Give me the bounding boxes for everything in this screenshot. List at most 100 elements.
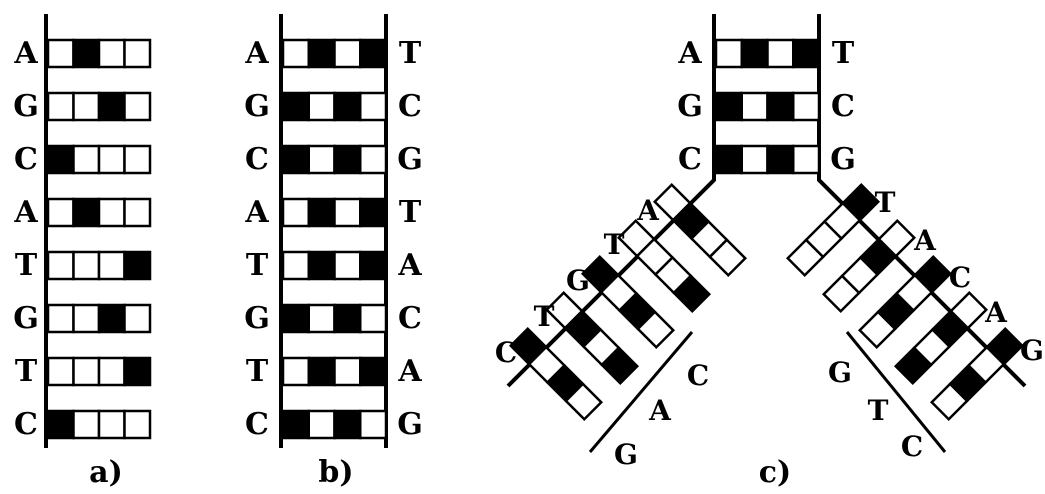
panel-c-left-arm-rung-3	[580, 254, 676, 350]
panel-b-double-strand: A G C A T G T C T C G T A C A G b)	[244, 14, 423, 490]
panel-b-right-base-5: A	[397, 248, 422, 283]
panel-a-rung-8	[46, 409, 152, 440]
panel-b-rung-6-cell-2	[307, 303, 336, 334]
panel-a-rung-3	[46, 144, 152, 175]
panel-a-rung-3-cell-1	[46, 144, 75, 175]
panel-b-left-base-4: A	[244, 195, 269, 230]
panel-c-right-inner-base-1: G	[828, 356, 852, 389]
panel-c-left-fork-outer-labels: A T G T C	[495, 194, 660, 369]
panel-b-left-base-7: T	[246, 354, 269, 389]
panel-b-rungs	[281, 38, 388, 440]
panel-a-rung-2-cell-4	[123, 91, 152, 122]
panel-a-rung-8-cell-1	[46, 409, 75, 440]
panel-c-left-arm-rung-4	[544, 290, 640, 386]
panel-b-rung-7	[281, 356, 388, 387]
panel-b-rung-8-cell-1	[281, 409, 310, 440]
panel-a-rung-7-cell-2	[72, 356, 101, 387]
panel-b-right-base-7: A	[397, 354, 422, 389]
panel-c-right-inner-base-3: C	[901, 430, 923, 463]
panel-b-rung-2	[281, 91, 388, 122]
panel-b-rung-6-cell-4	[359, 303, 388, 334]
panel-b-left-base-6: G	[244, 301, 270, 336]
panel-b-rung-4-cell-4	[359, 197, 388, 228]
panel-c-top-rung-3-cell-4	[792, 144, 821, 175]
panel-a-rung-5-cell-2	[72, 250, 101, 281]
panel-c-right-arm-rung-2-cell-4	[877, 218, 917, 258]
panel-a-rung-4	[46, 197, 152, 228]
panel-c-left-arm-rung-5-cell-4	[564, 382, 604, 422]
panel-a-rung-7	[46, 356, 152, 387]
panel-b-right-base-4: T	[399, 195, 422, 230]
panel-c-left-outer-base-4: T	[534, 300, 555, 333]
panel-b-rung-7-cell-2	[307, 356, 336, 387]
panel-b-left-base-5: T	[246, 248, 269, 283]
panel-b-rung-6-cell-3	[333, 303, 362, 334]
panel-c-right-outer-base-1: T	[875, 186, 896, 219]
panel-a-rung-8-cell-4	[123, 409, 152, 440]
panel-b-rung-5	[281, 250, 388, 281]
panel-b-right-base-labels: T C G T A C A G	[397, 36, 423, 442]
panel-c-left-arm-rung-1-cell-4	[708, 238, 748, 278]
panel-b-rung-3-cell-3	[333, 144, 362, 175]
panel-c-right-outer-base-3: C	[949, 261, 971, 294]
panel-c-top-left-labels: A G C	[677, 36, 703, 177]
panel-b-rung-4-cell-3	[333, 197, 362, 228]
panel-a-base-labels: A G C A T G T C	[13, 36, 39, 442]
panel-c-top-left-base-2: G	[677, 89, 703, 124]
panel-a-caption: a)	[89, 455, 123, 490]
panel-a-rung-5-cell-4	[123, 250, 152, 281]
panel-c-top-right-base-3: G	[830, 142, 856, 177]
panel-a-rung-6	[46, 303, 152, 334]
panel-b-rung-5-cell-2	[307, 250, 336, 281]
panel-c-top-rung-3-cell-1	[714, 144, 743, 175]
panel-b-rung-1-cell-1	[281, 38, 310, 69]
panel-c-top-rung-1-cell-1	[714, 38, 743, 69]
panel-c-left-arm-rung-5	[508, 326, 604, 422]
panel-a-rung-6-cell-1	[46, 303, 75, 334]
panel-a-rung-1	[46, 38, 152, 69]
panel-c-right-outer-base-2: A	[913, 224, 937, 257]
panel-c-top-left-base-1: A	[677, 36, 702, 71]
panel-c-top-rung-3	[714, 144, 821, 175]
panel-c-right-arm-rung-2	[821, 218, 917, 314]
panel-c-right-arm-rung-1-cell-4	[841, 182, 881, 222]
panel-a-rung-3-cell-3	[97, 144, 126, 175]
panel-b-rung-8	[281, 409, 388, 440]
panel-a-rung-7-cell-4	[123, 356, 152, 387]
panel-b-left-base-1: A	[244, 36, 269, 71]
panel-c-left-arm-rung-4-cell-4	[600, 346, 640, 386]
panel-a-rung-2-cell-1	[46, 91, 75, 122]
panel-c-right-fork-outer-labels: T A C A G	[875, 186, 1044, 367]
panel-b-rung-4	[281, 197, 388, 228]
panel-a-single-strand: A G C A T G T C a)	[13, 14, 152, 490]
panel-a-base-1: A	[13, 36, 38, 71]
panel-a-rung-2-cell-2	[72, 91, 101, 122]
panel-b-left-base-labels: A G C A T G T C	[244, 36, 270, 442]
panel-b-rung-8-cell-3	[333, 409, 362, 440]
panel-c-right-arm-rung-5	[929, 326, 1025, 422]
panel-c-left-arm-rung-2-cell-4	[672, 274, 712, 314]
panel-b-left-base-8: C	[245, 407, 269, 442]
panel-c-right-outer-base-5: G	[1020, 334, 1044, 367]
panel-a-rung-6-cell-4	[123, 303, 152, 334]
panel-b-rung-3-cell-4	[359, 144, 388, 175]
panel-a-rung-2	[46, 91, 152, 122]
panel-a-rung-8-cell-2	[72, 409, 101, 440]
panel-b-rung-5-cell-1	[281, 250, 310, 281]
panel-a-base-2: G	[13, 89, 39, 124]
panel-c-top-rung-1-cell-2	[740, 38, 769, 69]
panel-a-rung-2-cell-3	[97, 91, 126, 122]
panel-b-rung-3-cell-1	[281, 144, 310, 175]
panel-a-base-6: G	[13, 301, 39, 336]
panel-c-right-new-backbone	[845, 331, 947, 453]
panel-b-rung-6-cell-1	[281, 303, 310, 334]
panel-c-left-inner-base-2: A	[648, 394, 672, 427]
panel-c-left-fork-inner-labels: C A G	[614, 359, 709, 471]
panel-c-left-outer-base-5: C	[495, 336, 517, 369]
panel-b-caption: b)	[318, 455, 353, 490]
panel-a-rung-6-cell-2	[72, 303, 101, 334]
panel-a-rung-1-cell-4	[123, 38, 152, 69]
panel-c-top-rung-2-cell-3	[766, 91, 795, 122]
panel-a-rung-8-cell-3	[97, 409, 126, 440]
